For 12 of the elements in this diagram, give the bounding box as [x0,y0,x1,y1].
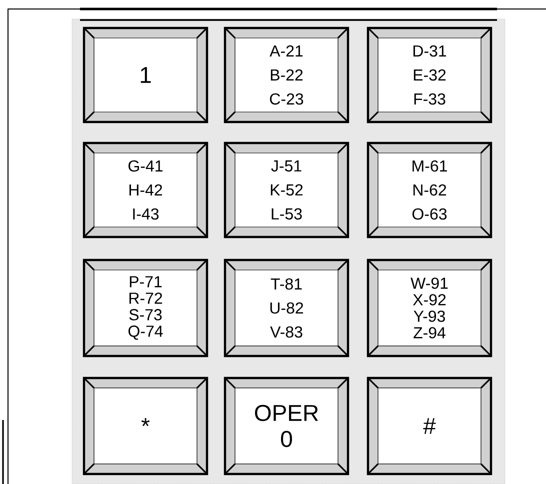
key-button: A-21 B-22 C-23 [224,26,350,124]
key-button: W-91 X-92 Y-93 Z-94 [366,258,492,358]
key-button: # [366,376,492,476]
key-button: * [82,376,208,476]
key-button: 1 [82,26,208,124]
key-button: M-61 N-62 O-63 [366,142,492,238]
key-button: P-71 R-72 S-73 Q-74 [82,258,208,358]
key-button: G-41 H-42 I-43 [82,142,208,238]
key-button: T-81 U-82 V-83 [224,258,350,358]
key-button: OPER 0 [224,376,350,476]
key-button: D-31 E-32 F-33 [366,26,492,124]
key-button: J-51 K-52 L-53 [224,142,350,238]
